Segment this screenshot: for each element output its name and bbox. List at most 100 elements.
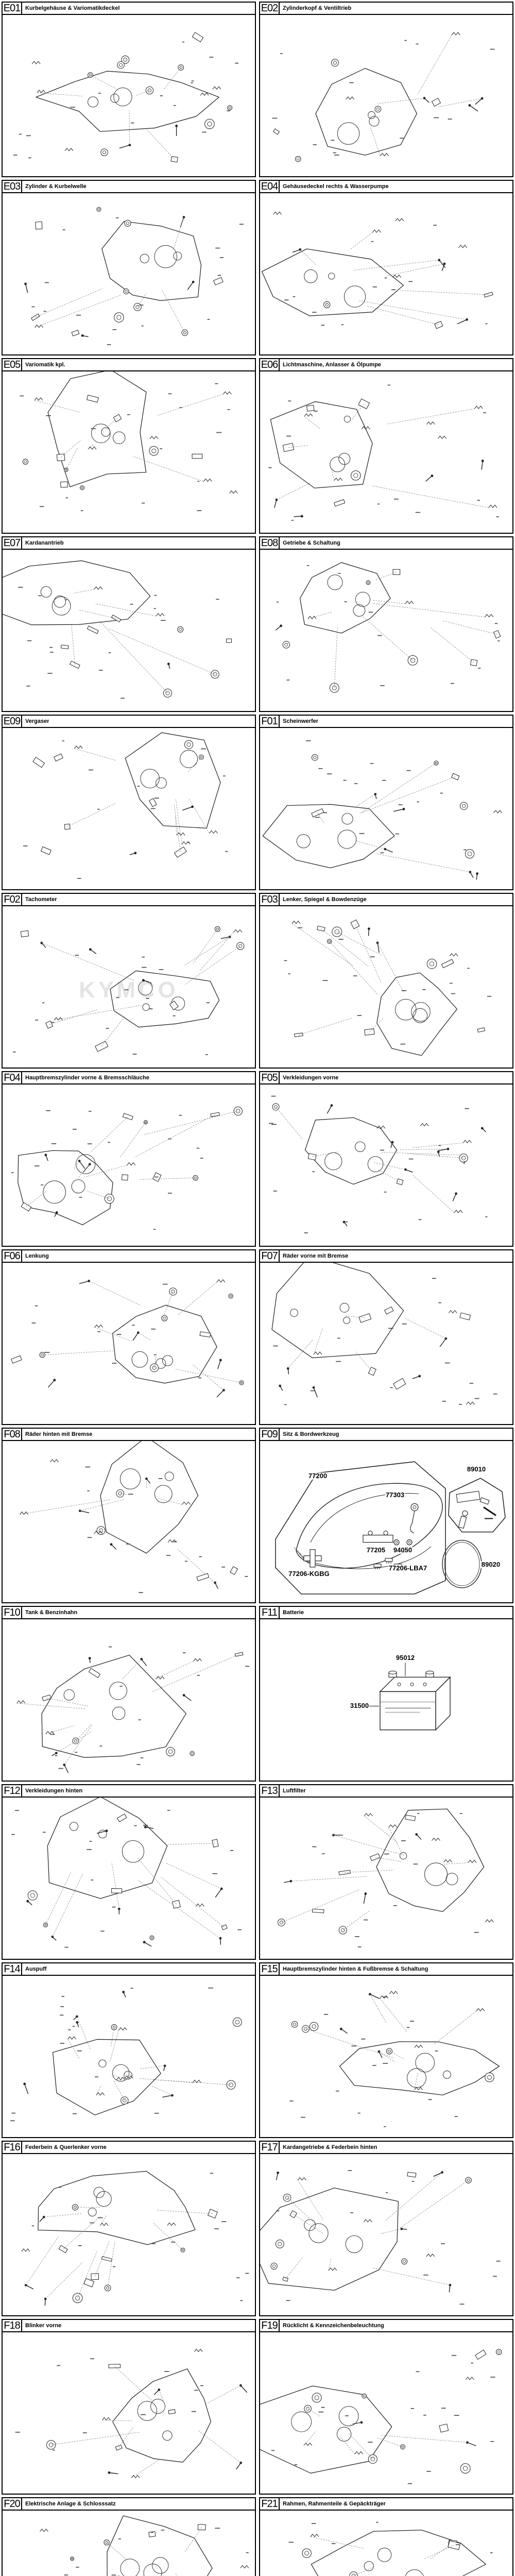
- diagram-art: [15, 2348, 248, 2479]
- section-code: E06: [260, 359, 280, 370]
- part-number-label: 77205: [366, 1546, 386, 1554]
- section-title: Tachometer: [25, 896, 57, 903]
- diagram-art: [272, 32, 495, 162]
- section-header: F12 Verkleidungen hinten: [3, 1785, 255, 1798]
- section-title: Hauptbremszylinder vorne & Bremsschläuch…: [25, 1075, 149, 1081]
- exploded-diagram: [3, 728, 255, 889]
- section-code: F06: [3, 1250, 22, 1262]
- section-header: F09 Sitz & Bordwerkzeug: [260, 1429, 512, 1441]
- section-code: F18: [3, 2320, 22, 2331]
- section-title: Verkleidungen hinten: [25, 1788, 83, 1794]
- catalog-section-f14: F14 Auspuff: [2, 1962, 256, 2138]
- section-title: Kurbelgehäuse & Variomatikdeckel: [25, 5, 120, 11]
- diagram-art: [23, 732, 228, 879]
- section-title: Tank & Benzinhahn: [25, 1609, 78, 1616]
- section-title: Räder vorne mit Bremse: [283, 1253, 349, 1259]
- diagram-art: [13, 32, 239, 163]
- section-header: F06 Lenkung: [3, 1250, 255, 1263]
- section-header: F10 Tank & Benzinhahn: [3, 1607, 255, 1619]
- section-code: E03: [3, 181, 22, 192]
- section-header: F16 Federbein & Querlenker vorne: [3, 2142, 255, 2154]
- exploded-diagram: KYMCO: [3, 906, 255, 1067]
- catalog-section-e01: E01 Kurbelgehäuse & Variomatikdeckel: [2, 2, 256, 177]
- exploded-diagram: [260, 906, 512, 1067]
- section-header: F07 Räder vorne mit Bremse: [260, 1250, 512, 1263]
- catalog-section-e04: E04 Gehäusedeckel rechts & Wasserpumpe: [259, 180, 513, 355]
- exploded-diagram: [260, 2511, 512, 2576]
- part-number-label: 95012: [395, 1654, 416, 1662]
- section-title: Auspuff: [25, 1966, 47, 1972]
- diagram-art: [284, 919, 491, 1056]
- section-title: Vergaser: [25, 718, 49, 724]
- catalog-section-f08: F08 Räder hinten mit Bremse: [2, 1428, 256, 1603]
- exploded-diagram: [3, 1619, 255, 1781]
- section-code: F01: [260, 716, 280, 727]
- catalog-section-f12: F12 Verkleidungen hinten: [2, 1784, 256, 1960]
- section-title: Luftfilter: [283, 1788, 306, 1794]
- exploded-diagram: [260, 193, 512, 354]
- diagram-art: [261, 211, 493, 329]
- diagram-art: [276, 562, 501, 693]
- catalog-section-f19: F19 Rücklicht & Kennzeichenbeleuchtung: [259, 2319, 513, 2495]
- part-number-label: 77200: [307, 1472, 328, 1480]
- diagram-art: [20, 371, 238, 512]
- section-title: Gehäusedeckel rechts & Wasserpumpe: [283, 183, 389, 190]
- section-code: F20: [3, 2498, 22, 2510]
- catalog-section-f21: F21 Rahmen, Rahmenteile & Gepäckträger: [259, 2497, 513, 2576]
- exploded-diagram: [260, 550, 512, 711]
- section-header: E04 Gehäusedeckel rechts & Wasserpumpe: [260, 181, 512, 193]
- catalog-section-e05: E05 Variomatik kpl.: [2, 358, 256, 534]
- section-title: Rücklicht & Kennzeichenbeleuchtung: [283, 2323, 384, 2329]
- exploded-diagram: [260, 2154, 512, 2315]
- diagram-art: [3, 560, 232, 699]
- section-header: F13 Luftfilter: [260, 1785, 512, 1798]
- section-code: F19: [260, 2320, 280, 2331]
- diagram-art: [289, 1991, 500, 2127]
- exploded-diagram: [260, 1263, 512, 1424]
- section-title: Räder hinten mit Bremse: [25, 1431, 93, 1437]
- catalog-section-e03: E03 Zylinder & Kurbelwelle: [2, 180, 256, 355]
- diagram-art: [16, 1646, 250, 1773]
- diagram-art: [11, 1798, 242, 1948]
- diagram-art: [288, 2521, 493, 2576]
- exploded-diagram: 95012 31500: [260, 1619, 512, 1781]
- section-code: F10: [3, 1607, 22, 1618]
- exploded-diagram: [3, 550, 255, 711]
- section-code: E08: [260, 537, 280, 549]
- section-title: Blinker vorne: [25, 2323, 62, 2329]
- section-code: F12: [3, 1785, 22, 1797]
- catalog-section-f17: F17 Kardangetriebe & Federbein hinten: [259, 2141, 513, 2316]
- section-title: Batterie: [283, 1609, 304, 1616]
- section-code: F09: [260, 1429, 280, 1440]
- diagram-art: [268, 384, 499, 521]
- diagram-art: [278, 1808, 494, 1947]
- exploded-diagram: [260, 728, 512, 889]
- catalog-section-f01: F01 Scheinwerfer: [259, 715, 513, 890]
- section-title: Rahmen, Rahmenteile & Gepäckträger: [283, 2501, 386, 2507]
- diagram-art: [260, 2170, 501, 2305]
- section-code: F15: [260, 1963, 280, 1975]
- section-header: F21 Rahmen, Rahmenteile & Gepäckträger: [260, 2498, 512, 2511]
- exploded-diagram: [3, 193, 255, 354]
- section-title: Sitz & Bordwerkzeug: [283, 1431, 339, 1437]
- part-number-label: 31500: [349, 1702, 370, 1710]
- catalog-section-f13: F13 Luftfilter: [259, 1784, 513, 1960]
- section-title: Verkleidungen vorne: [283, 1075, 339, 1081]
- catalog-section-f06: F06 Lenkung: [2, 1249, 256, 1425]
- exploded-diagram: [3, 2154, 255, 2315]
- section-header: F04 Hauptbremszylinder vorne & Bremsschl…: [3, 1072, 255, 1084]
- section-code: F03: [260, 894, 280, 905]
- section-header: E02 Zylinderkopf & Ventiltrieb: [260, 3, 512, 15]
- catalog-section-f02: F02 Tachometer KYMCO: [2, 893, 256, 1069]
- section-title: Elektrische Anlage & Schlosssatz: [25, 2501, 116, 2507]
- section-header: F05 Verkleidungen vorne: [260, 1072, 512, 1084]
- section-header: F15 Hauptbremszylinder hinten & Fußbrems…: [260, 1963, 512, 1976]
- catalog-section-f03: F03 Lenker, Spiegel & Bowdenzüge: [259, 893, 513, 1069]
- part-number-label: 77303: [385, 1491, 405, 1499]
- diagram-art: [24, 207, 244, 345]
- catalog-section-e09: E09 Vergaser: [2, 715, 256, 890]
- diagram-art: [13, 926, 245, 1055]
- section-header: F01 Scheinwerfer: [260, 716, 512, 728]
- section-header: F18 Blinker vorne: [3, 2320, 255, 2332]
